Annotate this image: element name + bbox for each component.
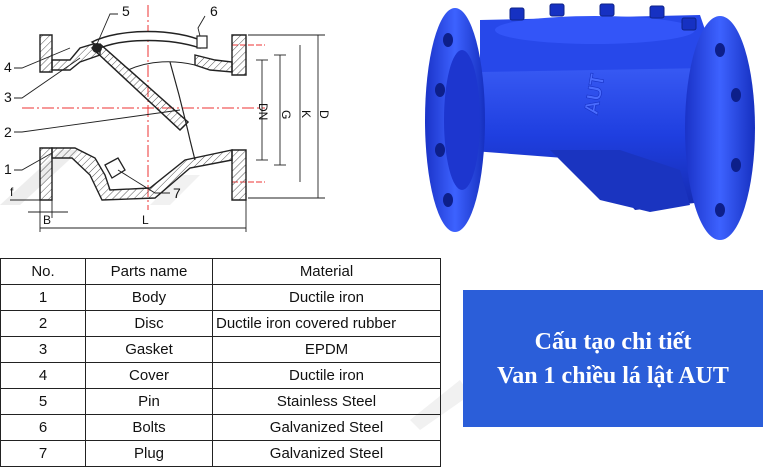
cell-material: EPDM <box>212 336 441 363</box>
parts-table: No. Parts name Material 1 Body Ductile i… <box>0 258 441 467</box>
cell-material: Galvanized Steel <box>212 440 441 467</box>
dim-d: D <box>317 110 331 119</box>
cell-no: 3 <box>0 336 86 363</box>
cell-material: Galvanized Steel <box>212 414 441 441</box>
left-flange-bolt-holes <box>435 33 453 207</box>
cell-part: Bolts <box>85 414 213 441</box>
cell-part: Gasket <box>85 336 213 363</box>
dim-dn: DN <box>256 103 270 120</box>
cover-bolts <box>509 3 697 31</box>
cell-no: 7 <box>0 440 86 467</box>
cell-material: Stainless Steel <box>212 388 441 415</box>
table-row: 3 Gasket EPDM <box>0 336 441 363</box>
table-row: 6 Bolts Galvanized Steel <box>0 414 441 441</box>
valve-body-top-right <box>194 54 233 73</box>
table-row: 1 Body Ductile iron <box>0 284 441 311</box>
drain-plug <box>104 157 126 179</box>
cell-no: 6 <box>0 414 86 441</box>
cell-no: 1 <box>0 284 86 311</box>
callout-7: 7 <box>173 185 181 201</box>
cell-no: 5 <box>0 388 86 415</box>
dim-l: L <box>142 213 149 227</box>
cell-part: Pin <box>85 388 213 415</box>
cross-section-drawing: DN G K D f B L 5 6 4 3 2 1 7 <box>4 3 331 232</box>
dim-f: f <box>10 185 14 199</box>
hinge-pin <box>92 43 102 53</box>
table-header-row: No. Parts name Material <box>0 258 441 285</box>
right-flange <box>685 16 755 240</box>
dim-k: K <box>299 110 313 118</box>
callout-2: 2 <box>4 124 12 140</box>
callout-5: 5 <box>122 3 130 19</box>
cover-bolt <box>196 35 208 49</box>
table-row: 4 Cover Ductile iron <box>0 362 441 389</box>
header-material: Material <box>212 258 441 285</box>
valve-body-bottom <box>51 147 233 201</box>
valve-disc <box>90 43 190 132</box>
callout-4: 4 <box>4 59 12 75</box>
cell-part: Cover <box>85 362 213 389</box>
caption-line-2: Van 1 chiều lá lật AUT <box>497 362 729 389</box>
cell-no: 2 <box>0 310 86 337</box>
valve-product-photo: AUT <box>425 3 755 240</box>
cell-material: Ductile iron <box>212 284 441 311</box>
cell-material: Ductile iron covered rubber <box>212 310 441 337</box>
cell-part: Disc <box>85 310 213 337</box>
caption-line-1: Cấu tạo chi tiết <box>534 328 692 355</box>
dim-b: B <box>43 213 51 227</box>
callout-1: 1 <box>4 161 12 177</box>
cell-material: Ductile iron <box>212 362 441 389</box>
header-no: No. <box>0 258 86 285</box>
cell-part: Body <box>85 284 213 311</box>
valve-bottom-bulge <box>550 150 690 212</box>
caption-box: Cấu tạo chi tiết Van 1 chiều lá lật AUT <box>463 290 763 427</box>
callout-3: 3 <box>4 89 12 105</box>
dim-g: G <box>279 110 293 119</box>
table-row: 5 Pin Stainless Steel <box>0 388 441 415</box>
cell-no: 4 <box>0 362 86 389</box>
right-flange-bolt-holes <box>715 43 741 217</box>
cell-part: Plug <box>85 440 213 467</box>
header-parts-name: Parts name <box>85 258 213 285</box>
callout-6: 6 <box>210 3 218 19</box>
table-row: 2 Disc Ductile iron covered rubber <box>0 310 441 337</box>
table-row: 7 Plug Galvanized Steel <box>0 440 441 467</box>
right-flange <box>231 34 247 201</box>
